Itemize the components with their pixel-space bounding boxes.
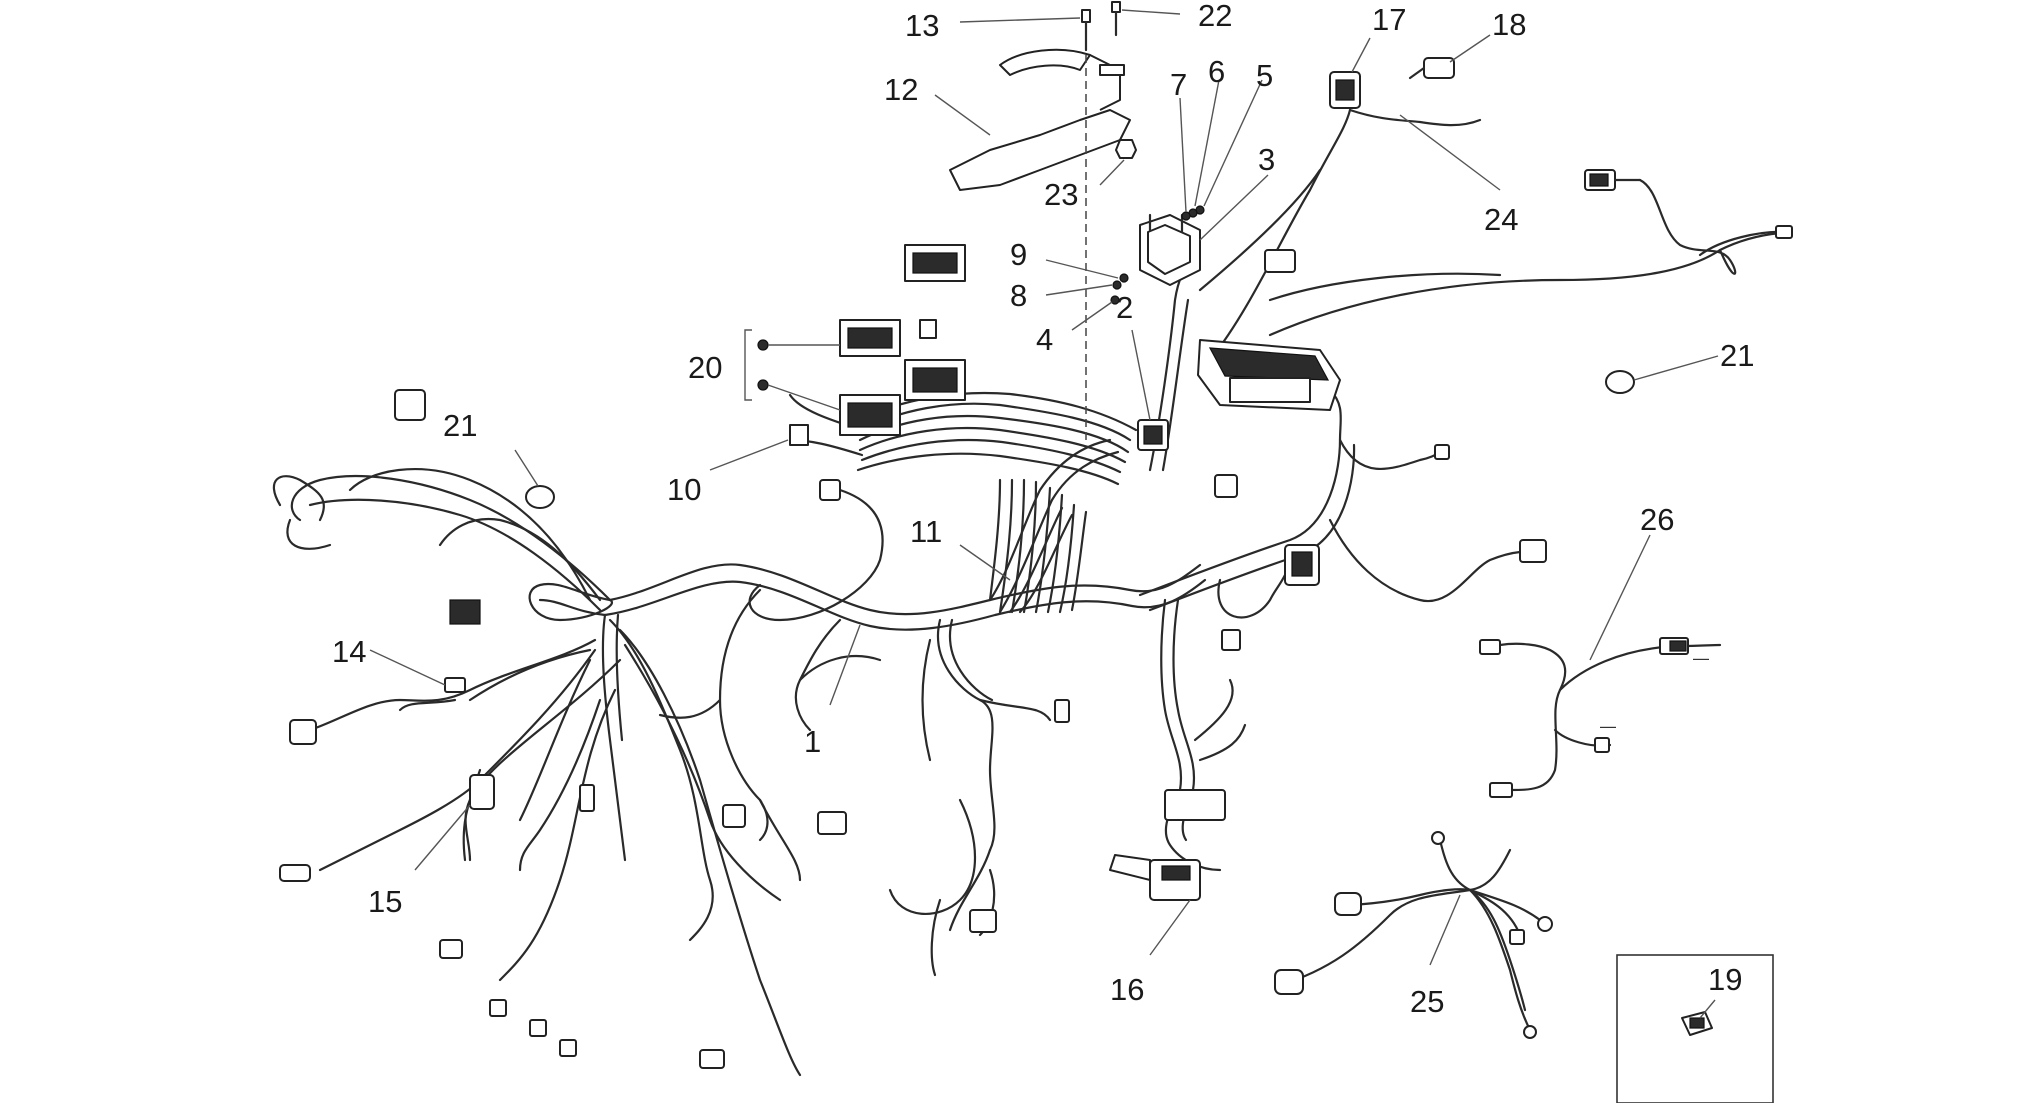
callout-15: 15 [368, 884, 402, 919]
connector-25b [1334, 892, 1362, 916]
connector-26d [1594, 737, 1610, 753]
connector-mid-3 [817, 811, 847, 835]
callout-19: 19 [1708, 962, 1742, 997]
relay-group-20 [744, 244, 966, 436]
connector-lower-1 [1164, 789, 1226, 821]
callout-16: 16 [1110, 972, 1144, 1007]
bullet-20b [757, 379, 769, 391]
leader-lines [369, 9, 1719, 1019]
connector-left-1 [289, 719, 317, 745]
callout-18: 18 [1492, 7, 1526, 42]
callout-22: 22 [1198, 0, 1232, 33]
connector-left-5 [449, 599, 481, 625]
sensor-top-right [1584, 169, 1642, 191]
screw-7 [1181, 211, 1191, 221]
central-bundle [748, 391, 1138, 622]
callout-8: 8 [1010, 278, 1027, 313]
bracket-12 [949, 48, 1131, 191]
screw-13 [1081, 9, 1091, 52]
bracket-12-tab [1099, 64, 1125, 76]
callout-6: 6 [1208, 54, 1225, 89]
callout-labels: 13 22 17 18 12 7 6 5 3 23 24 9 8 2 4 20 … [332, 0, 1754, 1019]
connector-mid-5 [699, 1049, 725, 1069]
callout-26: 26 [1640, 502, 1674, 537]
connector-mid-13 [1264, 249, 1296, 273]
connector-2 [1137, 419, 1169, 451]
connector-lower-3 [529, 1019, 547, 1037]
boot-16 [1109, 854, 1201, 901]
washer-9 [1119, 273, 1129, 283]
connector-left-4 [394, 389, 426, 421]
connector-26a [1479, 639, 1501, 655]
callout-4: 4 [1036, 322, 1053, 357]
callout-25: 25 [1410, 984, 1444, 1019]
washer-8 [1112, 280, 1122, 290]
connector-left-3 [439, 939, 463, 959]
connector-mid-6 [1054, 699, 1070, 723]
callout-23: 23 [1044, 177, 1078, 212]
connector-mid-9-body [1291, 551, 1313, 577]
ring-terminal-25b [1523, 1025, 1537, 1039]
connector-18 [1348, 57, 1482, 127]
tag-26-b: ▬▬▬▬ [1600, 724, 1616, 729]
bullet-20a [757, 339, 769, 351]
callout-11: 11 [910, 514, 942, 549]
ring-terminal-25a [1431, 831, 1445, 845]
callout-2: 2 [1116, 290, 1133, 325]
relay-20c [919, 319, 937, 339]
connector-26c-body [1669, 640, 1687, 652]
clamp-21-right [1605, 370, 1635, 394]
connector-mid-8 [1221, 629, 1241, 651]
holder-3 [1139, 213, 1201, 286]
detail-box-19 [1616, 954, 1774, 1103]
callout-17: 17 [1372, 2, 1406, 37]
connector-25a [1274, 969, 1304, 995]
callout-5: 5 [1256, 58, 1273, 93]
connector-15 [469, 774, 495, 810]
connector-mid-10 [1519, 539, 1547, 563]
callout-7: 7 [1170, 67, 1187, 102]
callout-24: 24 [1484, 202, 1518, 237]
connector-lower-4 [559, 1039, 577, 1057]
fuse-box-right [1197, 339, 1341, 411]
ring-terminal-25c [1537, 916, 1553, 932]
callout-14: 14 [332, 634, 366, 669]
callout-20: 20 [688, 350, 722, 385]
connector-mid-2 [722, 804, 746, 828]
connector-26b [1489, 782, 1513, 798]
clamp-21-left [525, 485, 555, 509]
connector-lower-2 [489, 999, 507, 1017]
callout-3: 3 [1258, 142, 1275, 177]
connector-mid-4 [969, 909, 997, 933]
connector-mid-11 [1434, 444, 1450, 460]
connector-right-end [1775, 225, 1793, 239]
tag-26-a: ▬▬▬▬ [1693, 656, 1709, 661]
harness-26: ▬▬▬▬ ▬▬▬▬ [1479, 637, 1722, 798]
relay-10 [789, 424, 809, 446]
callout-12: 12 [884, 72, 918, 107]
connector-mid-12 [819, 479, 841, 501]
nut-23 [1115, 139, 1137, 159]
connector-17 [1329, 71, 1361, 109]
connector-mid-1 [579, 784, 595, 812]
lower-center-wires [658, 588, 1247, 977]
callout-21-right: 21 [1720, 338, 1754, 373]
callout-13: 13 [905, 8, 939, 43]
left-harness [272, 468, 802, 1077]
connector-25c [1509, 929, 1525, 945]
callout-1: 1 [804, 724, 821, 759]
callout-9: 9 [1010, 237, 1027, 272]
callout-10: 10 [667, 472, 701, 507]
screw-22 [1111, 1, 1121, 37]
plug-14 [444, 677, 466, 693]
callout-21-left: 21 [443, 408, 477, 443]
washer-4 [1110, 295, 1120, 305]
harness-25 [1274, 831, 1553, 1039]
connector-left-2 [279, 864, 311, 882]
connector-mid-7 [1214, 474, 1238, 498]
